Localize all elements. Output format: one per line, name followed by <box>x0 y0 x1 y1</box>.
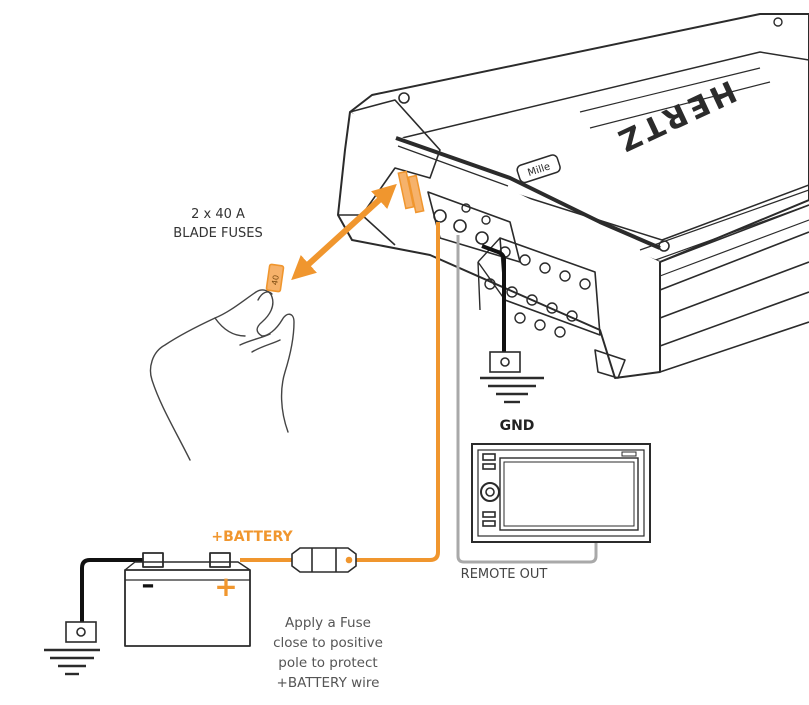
amplifier-fuse-slots <box>397 170 425 214</box>
remote-wire <box>456 235 598 564</box>
series-badge: Mille <box>516 154 561 184</box>
amp-ground-symbol <box>480 351 544 404</box>
mounting-screw <box>773 17 783 27</box>
remote-out-label: REMOTE OUT <box>461 567 548 582</box>
amplifier-side-fins <box>659 204 809 373</box>
battery-ground-symbol <box>44 621 100 676</box>
mounting-screw <box>658 240 670 252</box>
hand-illustration <box>149 289 295 461</box>
head-unit-knob <box>480 482 500 502</box>
mounting-screw <box>398 92 410 104</box>
amplifier-heatsink-grooves <box>579 67 809 277</box>
amplifier <box>337 13 809 379</box>
svg-text:40: 40 <box>270 274 281 286</box>
head-unit-screen <box>499 457 639 531</box>
battery-plus-sign: + <box>214 570 237 603</box>
battery-negative-terminal <box>142 552 164 568</box>
battery-positive-terminal <box>209 552 231 568</box>
fuse-note-line1: Apply a Fuse <box>285 615 371 631</box>
amplifier-top-slot <box>395 136 661 250</box>
fuse-insert-arrow <box>291 183 397 281</box>
car-battery <box>124 552 251 647</box>
blade-fuse: 40 <box>265 263 285 293</box>
fuse-note-line2: close to positive <box>273 635 383 651</box>
inline-fuse-holder <box>291 547 357 573</box>
amplifier-front-face <box>337 111 661 379</box>
head-unit <box>471 443 651 543</box>
battery-negative-wire <box>80 558 145 622</box>
fuse-note-line3: pole to protect <box>278 655 377 671</box>
battery-positive-wire <box>240 222 440 562</box>
battery-minus-sign: – <box>142 570 155 600</box>
fuse-note-line4: +BATTERY wire <box>277 675 380 691</box>
fuses-label-line2: BLADE FUSES <box>173 226 262 241</box>
battery-label: +BATTERY <box>211 529 293 545</box>
fuses-label-line1: 2 x 40 A <box>191 207 245 222</box>
gnd-label: GND <box>500 418 535 434</box>
amp-ground-wire <box>481 244 506 352</box>
